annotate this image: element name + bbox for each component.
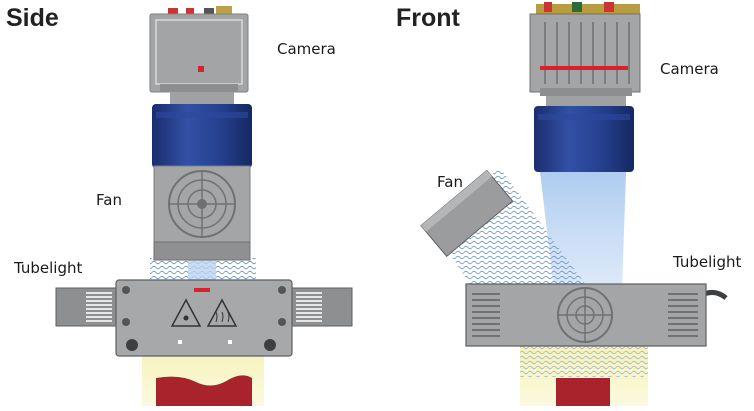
side-view	[55, 6, 353, 406]
laser-warning-icon	[170, 298, 202, 327]
front-view-title: Front	[396, 4, 460, 32]
front-camera-indicator-bar	[540, 66, 628, 70]
front-fan-label: Fan	[437, 173, 463, 191]
front-diffuse-light	[520, 345, 648, 377]
side-fan	[153, 165, 251, 261]
front-camera	[529, 2, 641, 96]
front-fan	[420, 169, 514, 258]
side-camera-indicator	[198, 66, 204, 72]
side-camera-label: Camera	[277, 40, 336, 58]
side-object	[156, 375, 252, 406]
side-camera	[149, 6, 249, 93]
side-fan-label: Fan	[96, 191, 122, 209]
side-tubelight-label: Tubelight	[14, 259, 83, 277]
hot-surface-warning-icon	[206, 298, 238, 327]
front-tubelight-label: Tubelight	[673, 253, 742, 271]
side-lens	[152, 92, 252, 168]
side-tubelight	[55, 279, 353, 357]
front-tubelight	[465, 283, 728, 347]
front-camera-label: Camera	[660, 60, 719, 78]
front-object	[556, 378, 610, 406]
side-view-title: Side	[6, 4, 59, 32]
front-lens	[534, 96, 634, 172]
front-view	[420, 2, 728, 406]
